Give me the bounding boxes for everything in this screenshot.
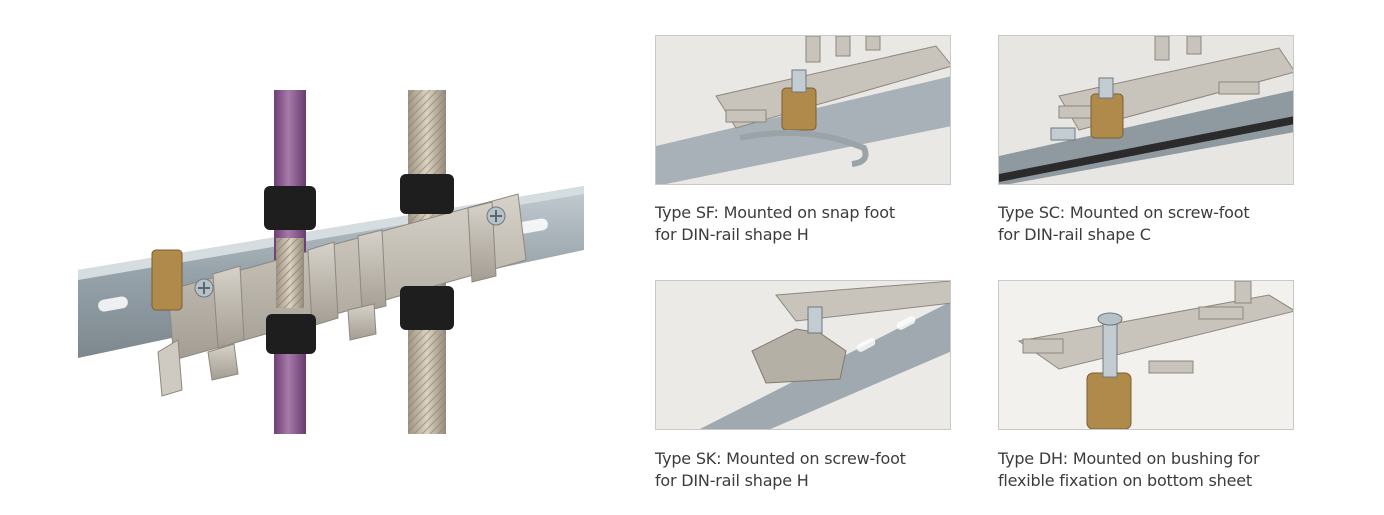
caption-type-sc-line1: Type SC: Mounted on screw-foot (998, 203, 1250, 222)
caption-type-sf-line1: Type SF: Mounted on snap foot (655, 203, 895, 222)
caption-type-dh-line2: flexible fixation on bottom sheet (998, 471, 1252, 490)
din-rail-illustration (78, 90, 584, 434)
type-sk-illustration (656, 281, 950, 429)
caption-type-sc: Type SC: Mounted on screw-foot for DIN-r… (998, 202, 1318, 246)
thumbnail-type-sc (998, 35, 1294, 185)
type-dh-illustration (999, 281, 1293, 429)
caption-type-sk-line2: for DIN-rail shape H (655, 471, 809, 490)
caption-type-sk-line1: Type SK: Mounted on screw-foot (655, 449, 906, 468)
caption-type-sk: Type SK: Mounted on screw-foot for DIN-r… (655, 448, 975, 492)
type-sc-illustration (999, 36, 1293, 184)
caption-type-sf: Type SF: Mounted on snap foot for DIN-ra… (655, 202, 975, 246)
type-sf-illustration (656, 36, 950, 184)
caption-type-dh-line1: Type DH: Mounted on bushing for (998, 449, 1260, 468)
hero-photo (78, 90, 584, 434)
caption-type-sf-line2: for DIN-rail shape H (655, 225, 809, 244)
thumbnail-type-sk (655, 280, 951, 430)
thumbnail-type-sf (655, 35, 951, 185)
caption-type-dh: Type DH: Mounted on bushing for flexible… (998, 448, 1318, 492)
caption-type-sc-line2: for DIN-rail shape C (998, 225, 1151, 244)
thumbnail-type-dh (998, 280, 1294, 430)
